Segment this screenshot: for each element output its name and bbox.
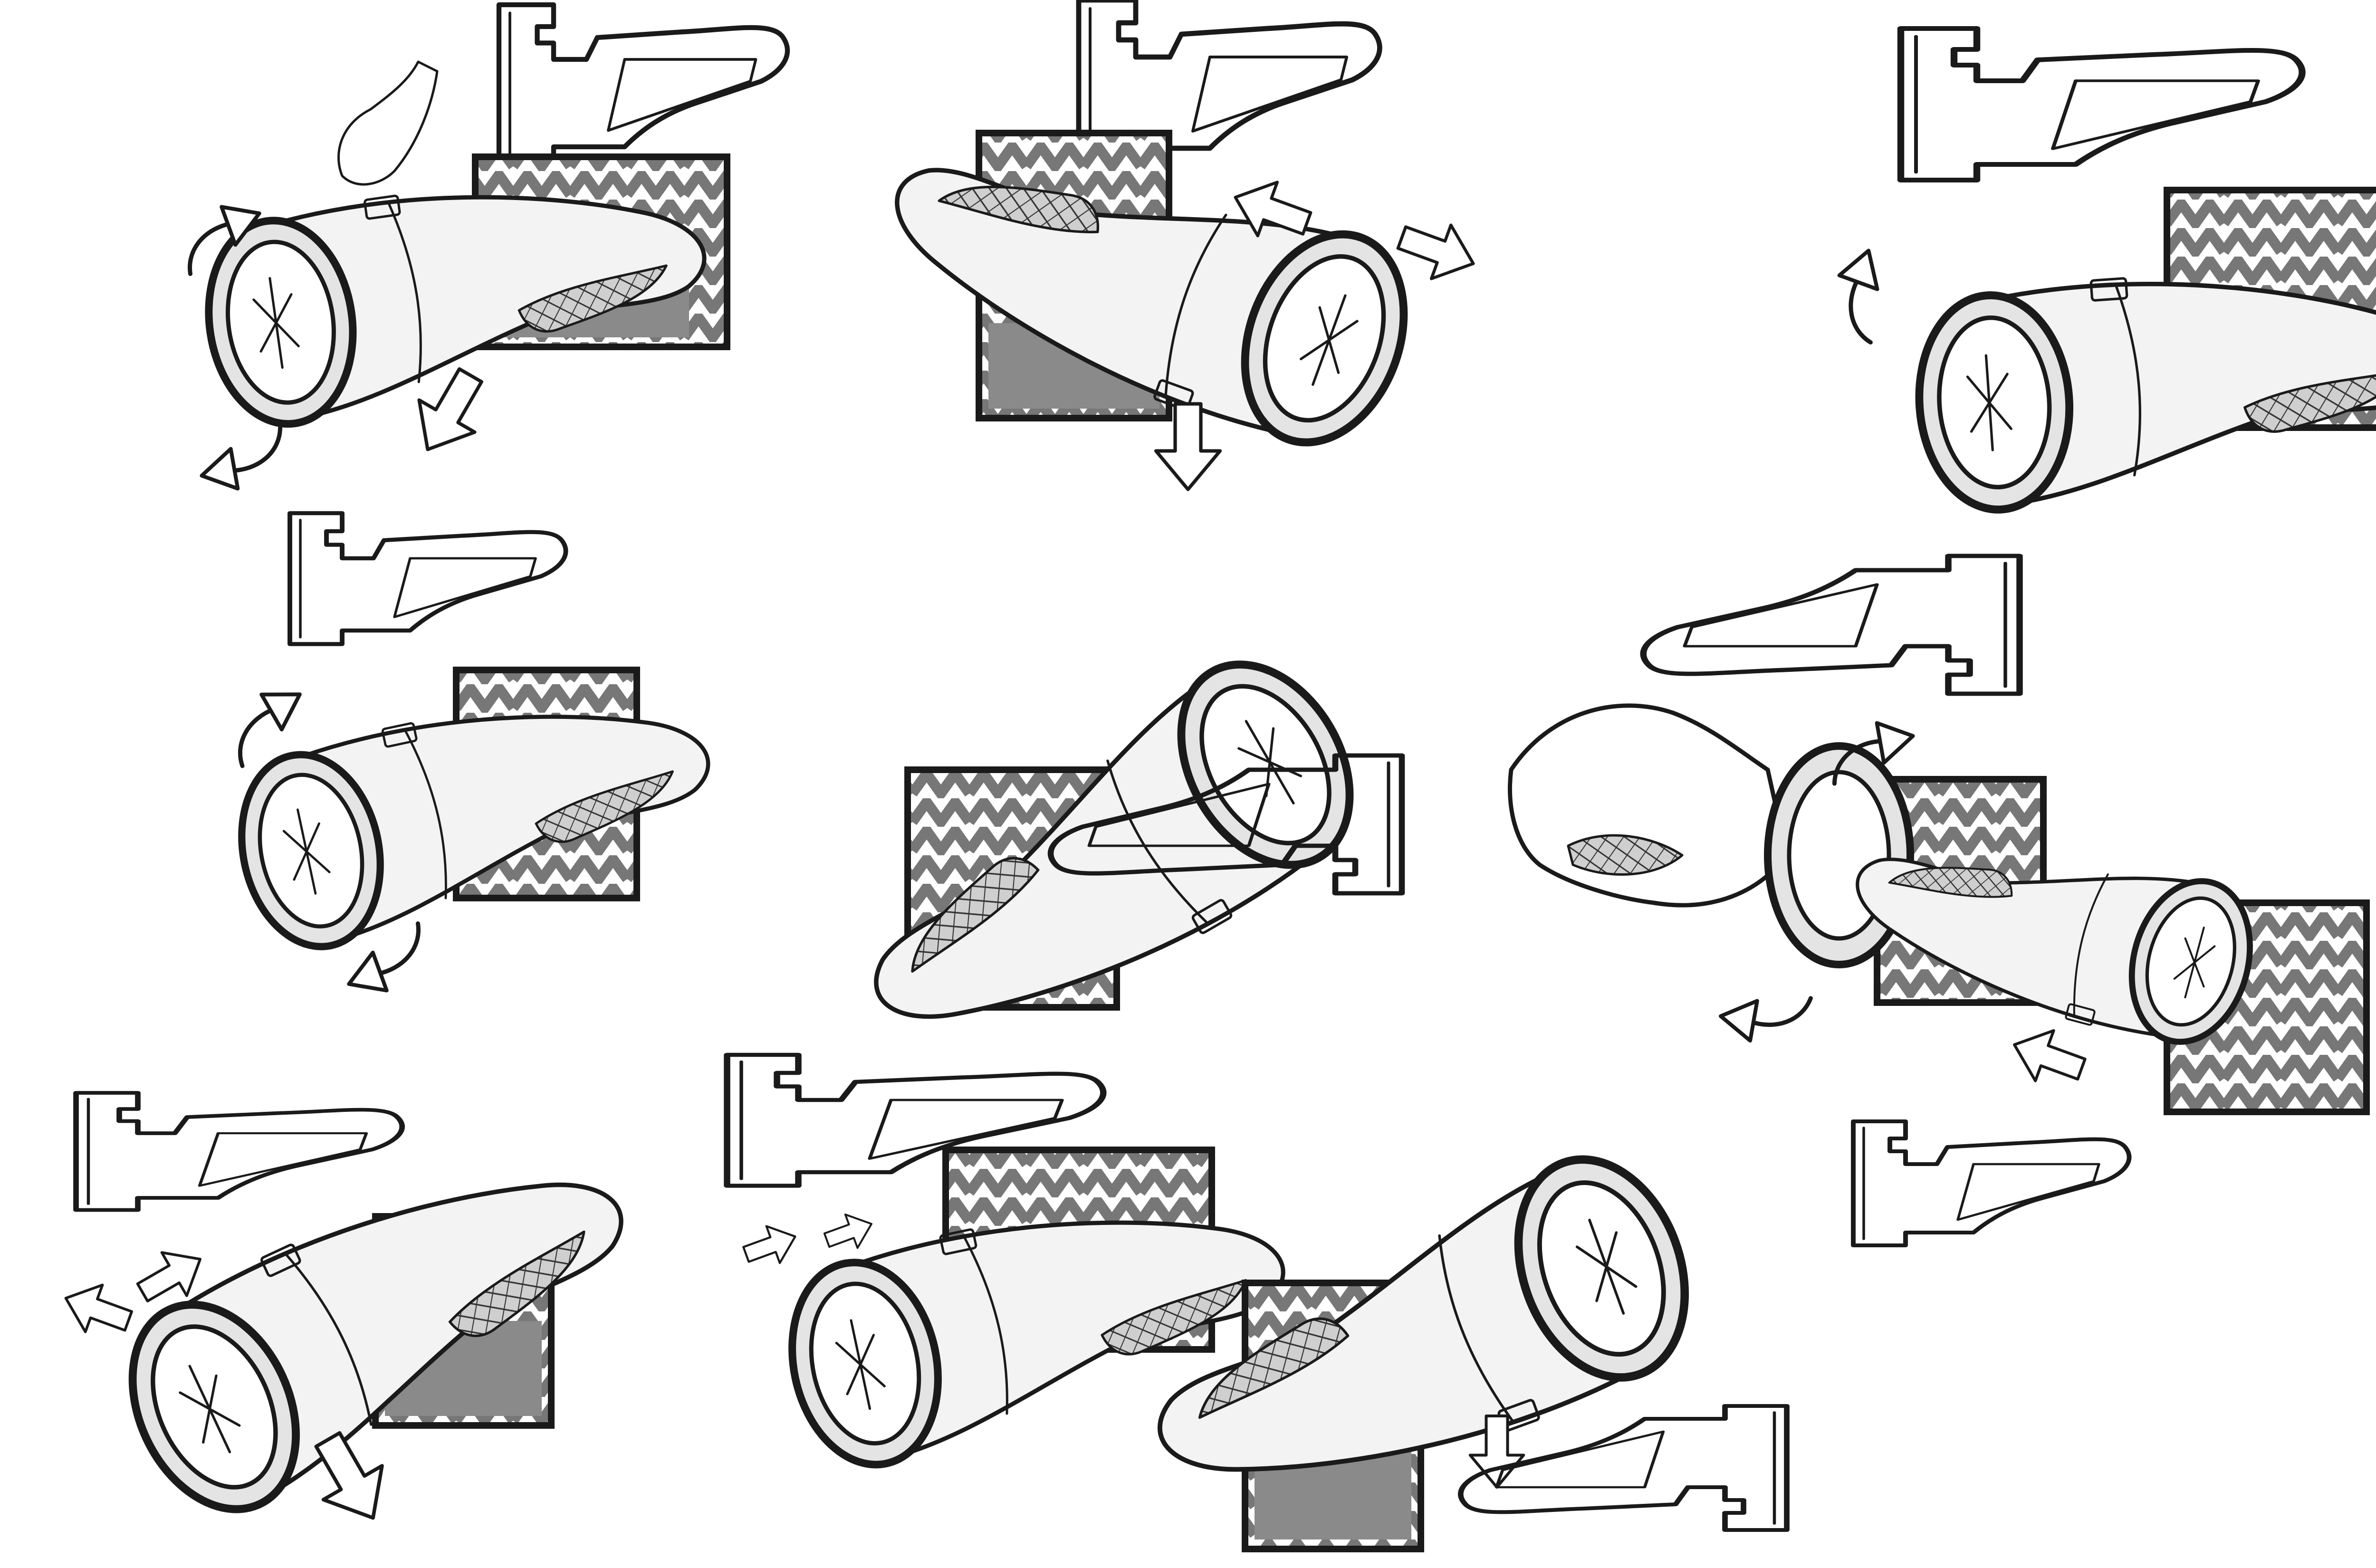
profile-section-4 [290, 513, 566, 644]
sketch-variant-9 [727, 1055, 1305, 1478]
profile-section-3 [1901, 29, 2302, 180]
sketch-variant-4 [216, 513, 729, 1002]
sketch-variant-3 [1821, 29, 2376, 515]
profile-section-8 [76, 1093, 402, 1210]
rotation-arrow-3 [1821, 244, 1900, 343]
flashlight-sketch-3 [1912, 257, 2376, 515]
profile-section-7 [1853, 1121, 2129, 1245]
direction-arrow-10 [820, 1206, 879, 1258]
hand-sketch [1508, 703, 1789, 908]
direction-arrow-9 [739, 1218, 802, 1273]
rotation-arrow-2 [196, 428, 289, 495]
sketch-variant-6 [1508, 556, 2047, 1050]
profile-section-6 [1643, 556, 2020, 694]
finger-sketch-1 [337, 60, 439, 186]
sketch-variant-8 [57, 1093, 667, 1536]
rotation-arrow-7 [1717, 984, 1811, 1050]
sketch-variant-1 [172, 5, 787, 494]
direction-arrow-6 [57, 1275, 136, 1345]
direction-arrow-3 [1392, 211, 1483, 290]
direction-arrow-5 [2005, 1020, 2090, 1094]
profile-section-1 [499, 5, 787, 163]
sketch-variant-5 [822, 634, 1402, 1089]
sketch-variant-10 [1120, 1136, 1787, 1552]
sketch-variant-7 [1837, 794, 2370, 1245]
sketch-variant-2 [862, 0, 1483, 489]
